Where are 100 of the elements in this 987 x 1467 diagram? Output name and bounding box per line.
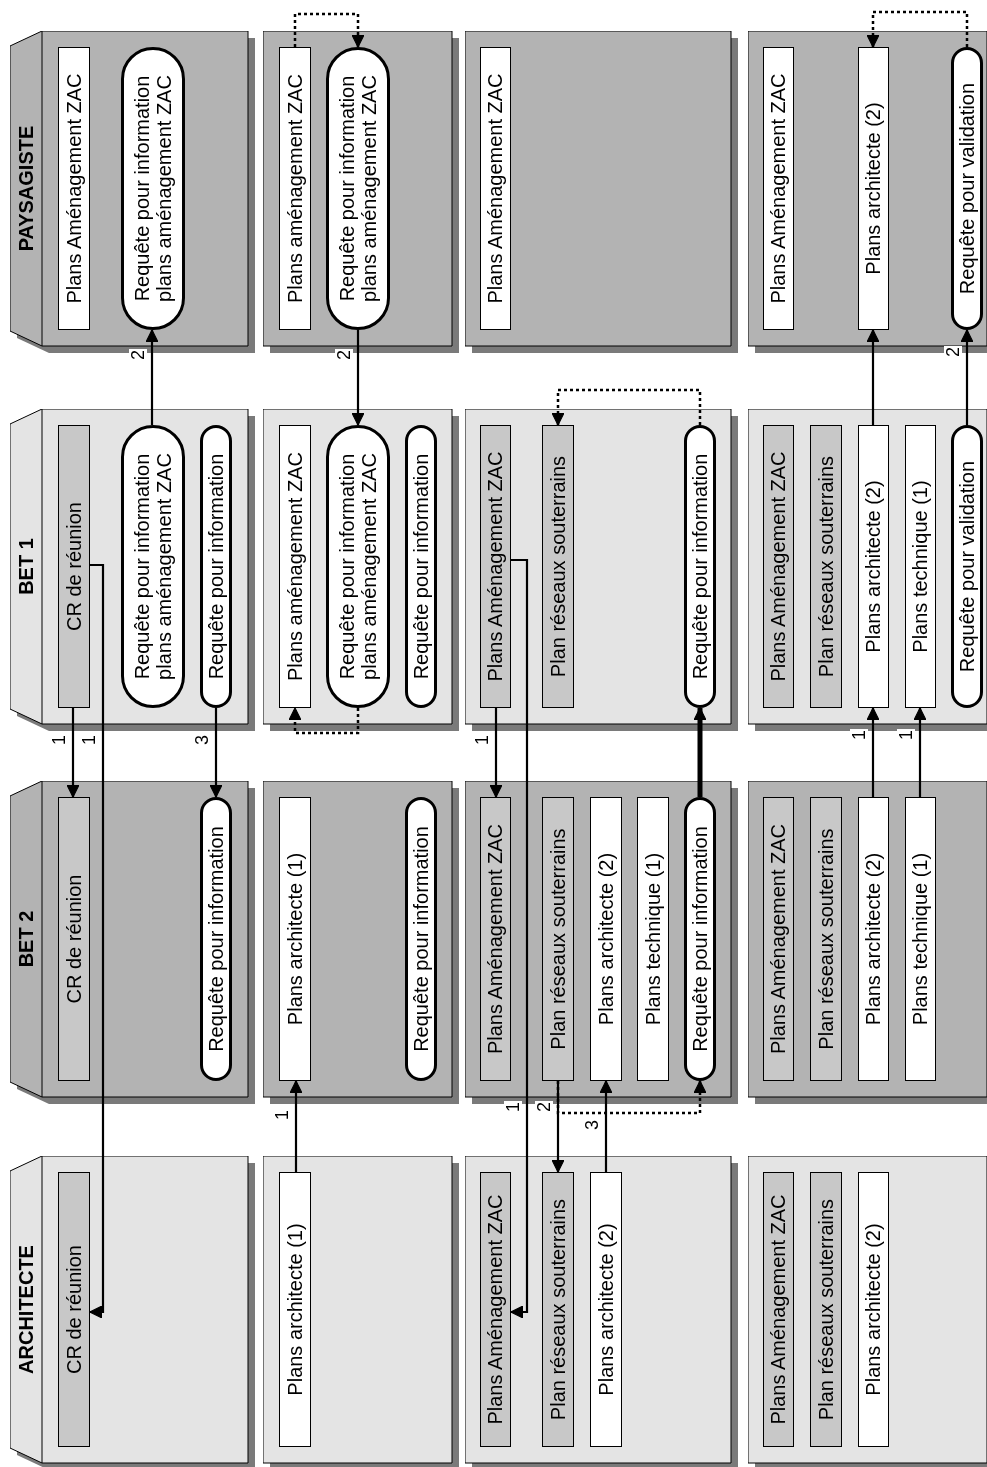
document-box [58, 425, 90, 708]
arrow [599, 1080, 613, 1172]
box-label: Requête pour information [409, 826, 433, 1052]
swimlane-panel [748, 781, 987, 1104]
document-box [480, 425, 511, 708]
box-label: Requête pour information [688, 826, 712, 1052]
document-box [905, 797, 936, 1081]
document-box [58, 797, 90, 1081]
dashed-arrow [288, 707, 360, 735]
box-label: Requête pour validation [955, 460, 979, 673]
arrow [866, 329, 880, 425]
document-box [905, 425, 936, 708]
document-box [480, 797, 511, 1081]
arrow [66, 708, 80, 798]
box-label: Plans Aménagement ZAC [484, 823, 507, 1055]
arrow [866, 707, 880, 797]
box-label: Plans architecte (2) [862, 102, 885, 275]
document-box [279, 47, 311, 330]
edge-label: 3 [193, 734, 211, 746]
request-pill [951, 47, 983, 330]
box-label: Plans Aménagement ZAC [484, 451, 507, 682]
box-label: Plans technique (1) [909, 852, 932, 1026]
document-box [542, 1172, 574, 1447]
request-pill [405, 797, 437, 1081]
box-label: Plans Aménagement ZAC [484, 1194, 507, 1425]
arrow [145, 329, 159, 425]
swimlane-panel [10, 781, 255, 1104]
swimlane-panel [10, 31, 255, 353]
document-box [858, 425, 889, 708]
arrow [913, 707, 927, 797]
box-label: Plan réseaux souterrains [546, 455, 570, 678]
column-header: PAYSAGISTE [13, 124, 38, 254]
box-label: Plan réseaux souterrains [546, 828, 570, 1050]
thick-arrow [693, 707, 707, 797]
document-box [810, 425, 842, 708]
box-label: Plans technique (1) [909, 480, 932, 653]
box-label: Plan réseaux souterrains [546, 1198, 570, 1421]
box-label: Plan réseaux souterrains [814, 1198, 838, 1421]
box-label: Requête pour information [409, 453, 433, 680]
arrow [551, 1081, 565, 1173]
swimlane-panel [10, 409, 255, 731]
box-label: Plans architecte (2) [862, 852, 885, 1026]
document-box [480, 1172, 511, 1447]
swimlane-panel [263, 781, 459, 1104]
arrow [510, 558, 529, 1319]
document-box [637, 797, 669, 1081]
dashed-arrow [556, 1080, 707, 1115]
box-label: Plans technique (1) [641, 852, 665, 1026]
document-box [279, 1172, 311, 1447]
document-box [279, 425, 311, 708]
box-label: Plan réseaux souterrains [814, 455, 838, 678]
swimlane-panel [263, 409, 459, 731]
request-pill [121, 47, 185, 330]
document-box [542, 797, 574, 1081]
document-box [279, 797, 311, 1081]
box-label: Requête pour information plans aménagement ZAC [130, 74, 176, 304]
box-label: Plans architecte (1) [283, 1223, 307, 1396]
arrow [351, 330, 365, 426]
request-pill [405, 425, 437, 708]
swimlane-panel [465, 1156, 738, 1467]
box-label: Requête pour information [204, 453, 228, 680]
box-label: Plans Aménagement ZAC [767, 73, 790, 304]
request-pill [951, 425, 983, 708]
document-box [590, 797, 622, 1081]
box-label: Requête pour validation [955, 82, 979, 295]
request-pill [121, 425, 185, 708]
request-pill [684, 797, 716, 1081]
document-box [542, 425, 574, 708]
swimlane-panel [465, 31, 738, 353]
document-box [858, 47, 889, 330]
arrow [960, 329, 974, 425]
arrow [89, 563, 105, 1319]
column-header: ARCHITECTE [13, 1244, 38, 1376]
box-label: Requête pour information plans aménagement ZAC [130, 452, 176, 682]
document-box [810, 797, 842, 1081]
document-box [858, 797, 889, 1081]
box-label: Plan réseaux souterrains [814, 828, 838, 1050]
document-box [480, 47, 511, 330]
box-label: Requête pour information [204, 826, 228, 1052]
box-label: CR de réunion [62, 502, 86, 631]
column-header: BET 2 [13, 909, 38, 970]
box-label: Plans aménagement ZAC [283, 74, 307, 303]
swimlane-panel [748, 409, 987, 731]
edge-label: 1 [80, 734, 98, 746]
edge-label: 1 [273, 1109, 291, 1121]
dashed-arrow [551, 388, 702, 426]
edge-label: 1 [50, 734, 68, 746]
request-pill [200, 797, 232, 1081]
document-box [858, 1172, 889, 1447]
request-pill [200, 425, 232, 708]
swimlane-panel [465, 409, 738, 731]
dashed-arrow [293, 12, 365, 48]
document-box [763, 47, 794, 330]
box-label: Plans Aménagement ZAC [767, 451, 790, 682]
box-label: Requête pour information [688, 453, 712, 680]
document-box [590, 1172, 622, 1447]
box-label: CR de réunion [62, 874, 86, 1004]
dashed-arrow [866, 10, 969, 48]
arrow [209, 708, 223, 798]
request-pill [684, 425, 716, 708]
